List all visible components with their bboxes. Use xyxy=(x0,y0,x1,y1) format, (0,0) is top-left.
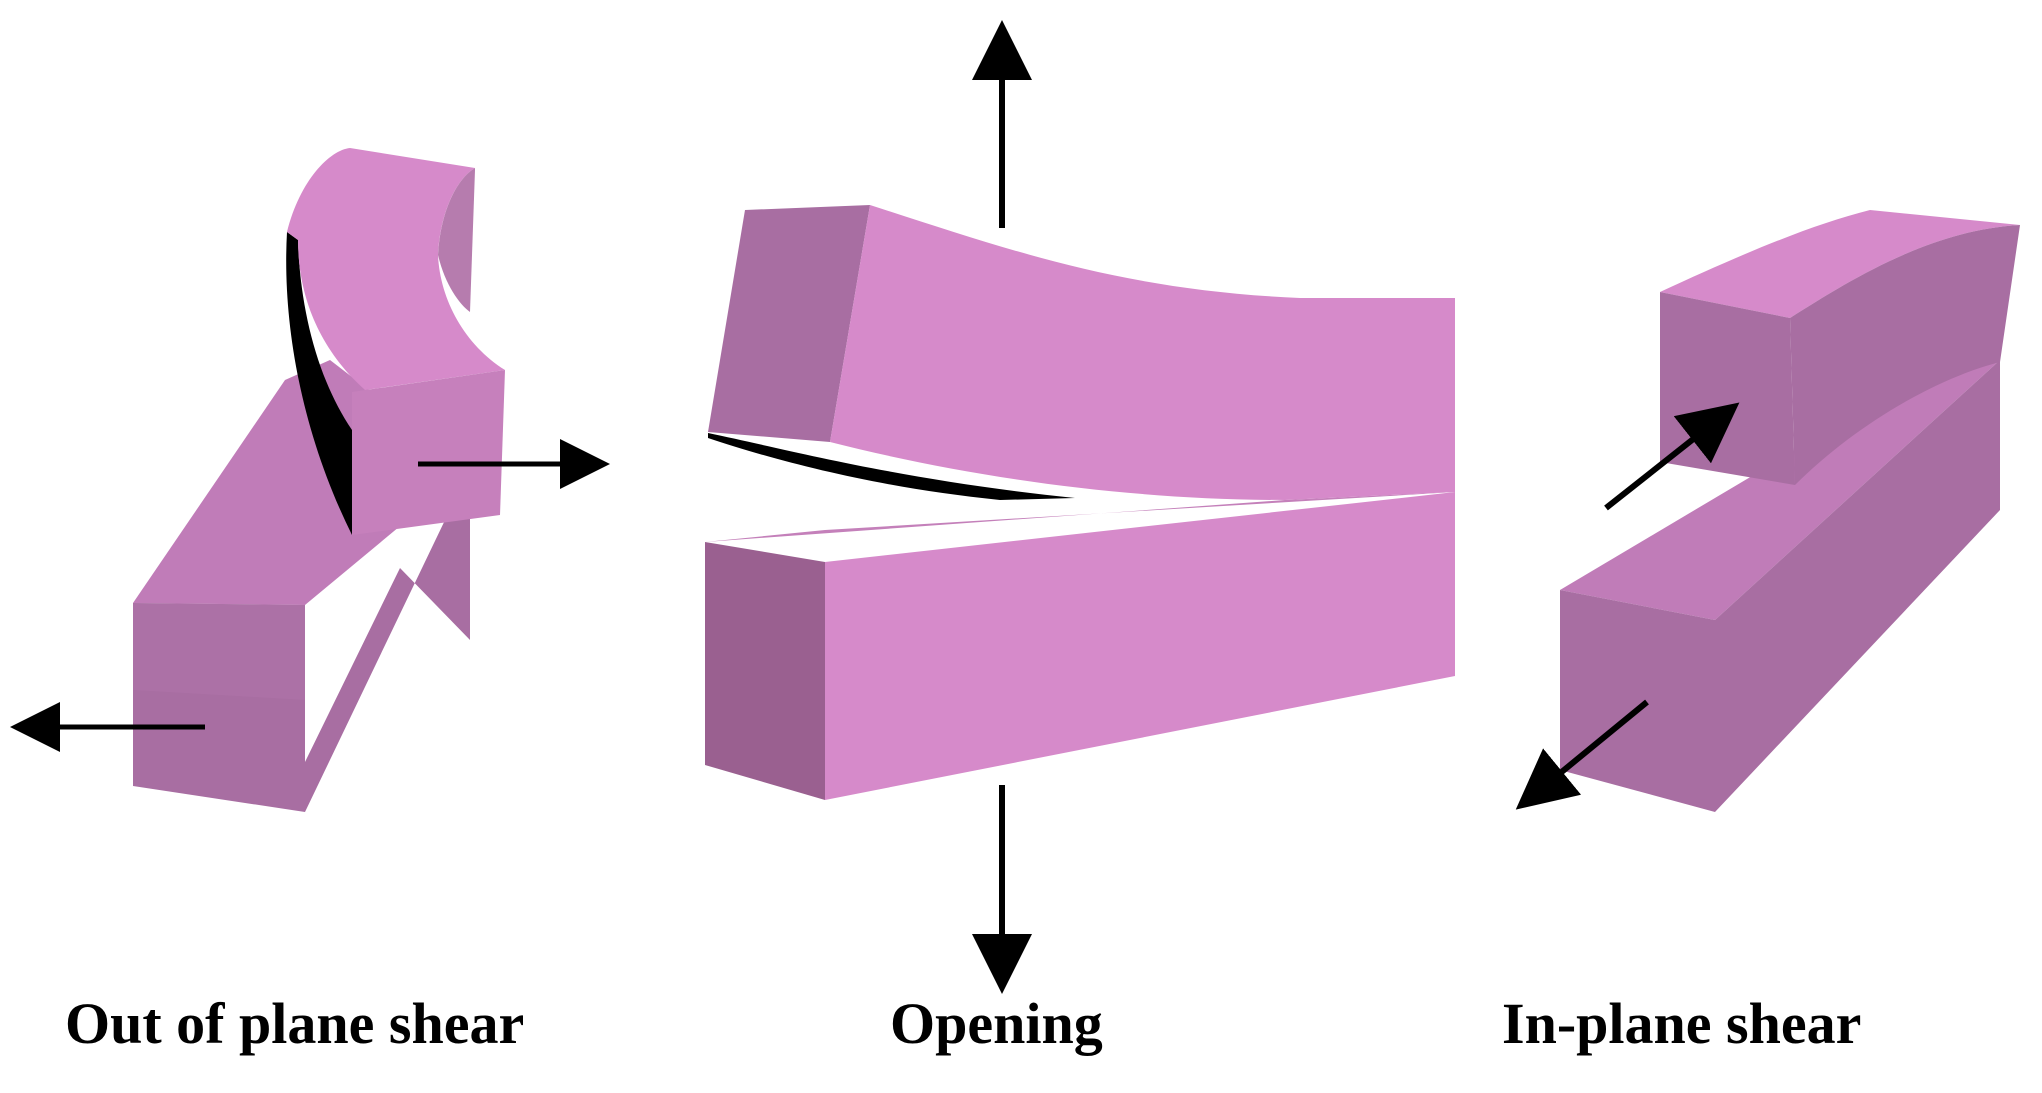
caption-opening: Opening xyxy=(890,991,1103,1056)
upper-bar-curved-top-face xyxy=(287,148,505,390)
arrow-down-left xyxy=(1515,699,1649,810)
arrow-up-right xyxy=(1604,402,1740,511)
upper-block-long-face xyxy=(830,205,1455,500)
in-plane-shear-model xyxy=(1515,210,2020,812)
upper-block-side-face-3 xyxy=(1790,225,2020,485)
opening-model xyxy=(705,20,1455,994)
lower-block-top-face-3 xyxy=(1560,360,2000,620)
lower-block-side-face-3 xyxy=(1715,360,2000,812)
upper-block-top-face-3 xyxy=(1660,210,2020,318)
lower-bar-face-highlight xyxy=(133,603,305,700)
upper-bar-inner-shading xyxy=(438,168,475,312)
lower-bar-side-face xyxy=(305,468,470,812)
caption-in-plane-shear: In-plane shear xyxy=(1502,991,1862,1056)
lower-block-long-face xyxy=(825,492,1455,800)
crack-surface xyxy=(286,232,352,535)
lower-block-front-face-3 xyxy=(1560,590,1715,812)
caption-out-of-plane-shear: Out of plane shear xyxy=(65,991,525,1056)
lower-block-end-face xyxy=(705,542,825,800)
out-of-plane-shear-model xyxy=(10,148,610,812)
upper-bar-end-face xyxy=(352,370,505,535)
upper-block-end-face xyxy=(708,205,870,442)
upper-block-front-face-3 xyxy=(1660,292,1795,485)
